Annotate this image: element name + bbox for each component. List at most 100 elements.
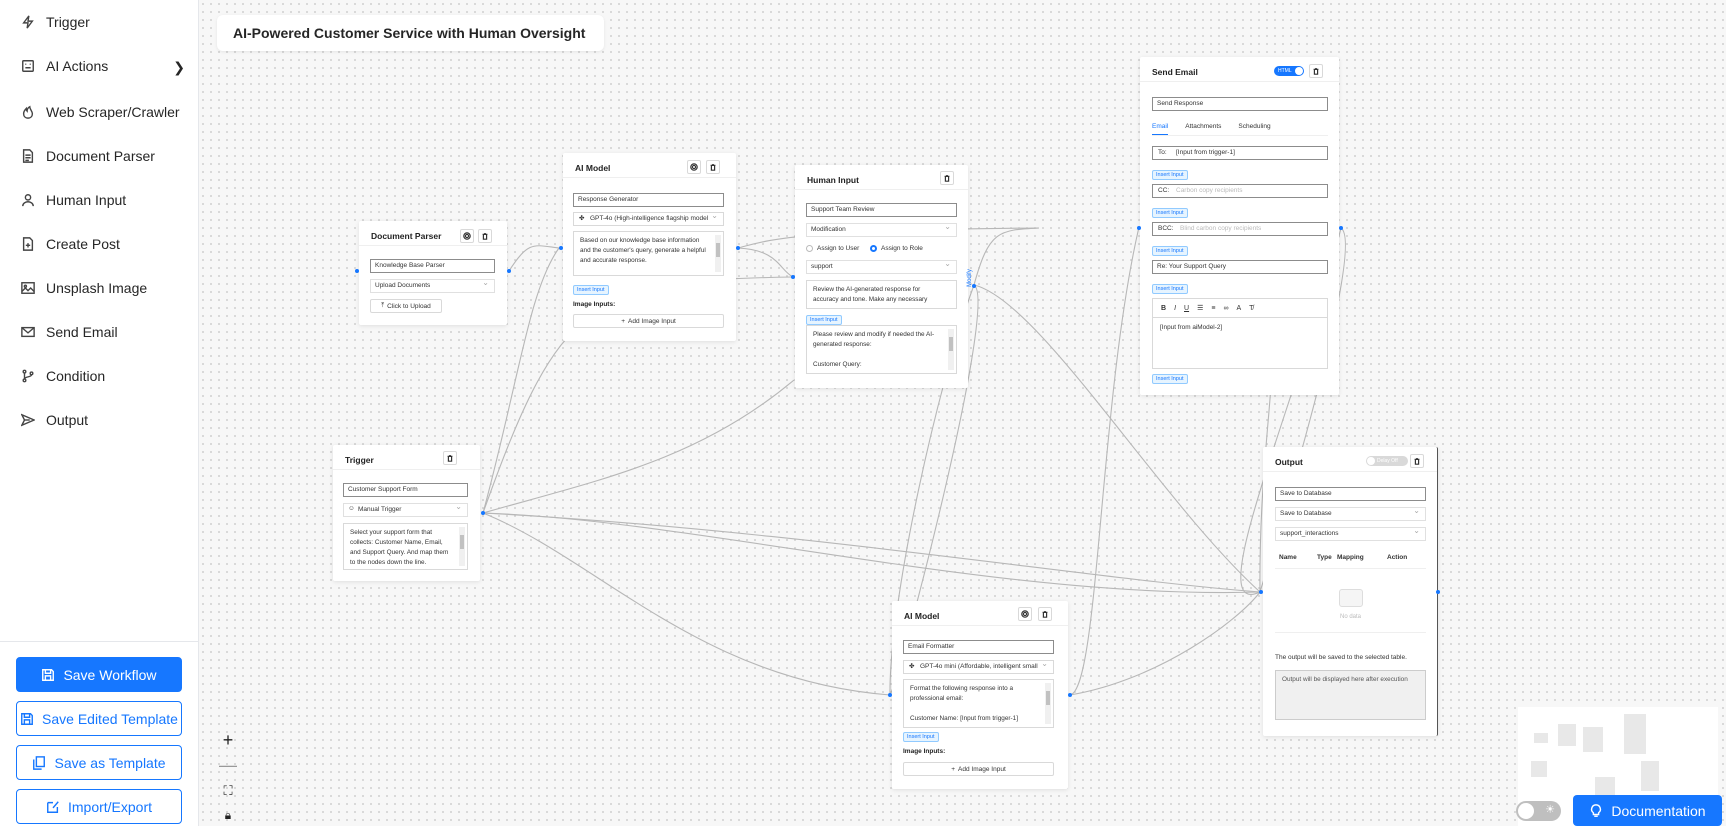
sidebar-item-unsplash-image[interactable]: Unsplash Image: [20, 273, 185, 303]
subject-field[interactable]: Re: Your Support Query: [1152, 260, 1328, 274]
node-name-input[interactable]: Save to Database: [1275, 487, 1426, 501]
sidebar-item-document-parser[interactable]: Document Parser: [20, 141, 185, 171]
insert-input-button[interactable]: Insert Input: [1152, 170, 1188, 180]
zoom-out-button[interactable]: —: [219, 755, 237, 775]
delete-button[interactable]: [706, 160, 720, 174]
delete-button[interactable]: [940, 171, 954, 185]
input-handle[interactable]: [1259, 590, 1263, 594]
assign-role-radio[interactable]: [870, 245, 877, 252]
output-node[interactable]: Output Delay Off Save to Database Save t…: [1263, 447, 1438, 736]
ordered-list-icon[interactable]: ☰: [1197, 305, 1204, 312]
sidebar-item-condition[interactable]: Condition: [20, 361, 185, 391]
output-result-box[interactable]: Output will be displayed here after exec…: [1275, 670, 1426, 720]
output-handle[interactable]: [481, 511, 485, 515]
insert-input-button[interactable]: Insert Input: [1152, 374, 1188, 384]
add-image-input-button[interactable]: +Add Image Input: [903, 762, 1054, 776]
input-handle[interactable]: [888, 693, 892, 697]
instructions-textarea[interactable]: Review the AI-generated response for acc…: [806, 280, 957, 309]
output-handle[interactable]: [1339, 226, 1343, 230]
sidebar-item-human-input[interactable]: Human Input: [20, 185, 185, 215]
node-name-input[interactable]: Knowledge Base Parser: [370, 259, 495, 273]
sidebar-item-create-post[interactable]: Create Post: [20, 229, 185, 259]
underline-icon[interactable]: U: [1184, 304, 1190, 312]
insert-input-button[interactable]: Insert Input: [806, 315, 842, 325]
ai-model-node[interactable]: AI Model Email Formatter ✤GPT-4o mini (A…: [892, 601, 1068, 789]
theme-toggle[interactable]: ☀: [1516, 801, 1561, 821]
tab-email[interactable]: Email: [1152, 123, 1169, 135]
scrollbar[interactable]: [948, 329, 954, 370]
input-handle[interactable]: [1137, 226, 1141, 230]
node-name-input[interactable]: Response Generator: [573, 193, 724, 207]
text-color-icon[interactable]: A: [1236, 304, 1242, 312]
settings-button[interactable]: [687, 160, 701, 174]
zoom-in-button[interactable]: +: [222, 730, 234, 750]
email-body-editor[interactable]: B I U ☰ ≡ ∞ A T̸ [Input from aiModel-2]: [1152, 298, 1328, 369]
output-action-select[interactable]: Save to Database: [1275, 507, 1426, 521]
tab-attachments[interactable]: Attachments: [1185, 123, 1222, 130]
clear-format-icon[interactable]: T̸: [1249, 304, 1254, 312]
human-input-node[interactable]: Human Input Support Team Review Modifica…: [795, 165, 973, 388]
delete-button[interactable]: [478, 229, 492, 243]
output-handle[interactable]: [736, 246, 740, 250]
delete-button[interactable]: [443, 451, 457, 465]
model-select[interactable]: ✤GPT-4o (High-intelligence flagship mode…: [573, 212, 724, 226]
node-name-input[interactable]: Email Formatter: [903, 640, 1054, 654]
sidebar-item-send-email[interactable]: Send Email: [20, 317, 185, 347]
message-textarea[interactable]: Please review and modify if needed the A…: [806, 325, 957, 374]
source-select[interactable]: Upload Documents: [370, 279, 495, 293]
input-handle[interactable]: [355, 269, 359, 273]
insert-input-button[interactable]: Insert Input: [573, 285, 609, 295]
delete-button[interactable]: [1410, 454, 1424, 468]
html-toggle[interactable]: HTML: [1274, 66, 1304, 76]
sidebar-item-trigger[interactable]: Trigger: [20, 7, 185, 37]
insert-input-button[interactable]: Insert Input: [1152, 208, 1188, 218]
node-name-input[interactable]: Send Response: [1152, 97, 1328, 111]
node-name-input[interactable]: Customer Support Form: [343, 483, 468, 497]
insert-input-button[interactable]: Insert Input: [1152, 246, 1188, 256]
bullet-list-icon[interactable]: ≡: [1211, 304, 1216, 312]
trigger-node[interactable]: Trigger Customer Support Form ☺Manual Tr…: [333, 445, 480, 581]
insert-input-button[interactable]: Insert Input: [903, 732, 939, 742]
input-handle[interactable]: [559, 246, 563, 250]
save-as-template-button[interactable]: Save as Template: [16, 745, 182, 780]
scrollbar[interactable]: [1045, 683, 1051, 724]
cc-field[interactable]: CC:Carbon copy recipients: [1152, 184, 1328, 198]
node-name-input[interactable]: Support Team Review: [806, 203, 957, 217]
delete-button[interactable]: [1309, 64, 1323, 78]
trigger-type-select[interactable]: ☺Manual Trigger: [343, 503, 468, 517]
sidebar-item-output[interactable]: Output: [20, 405, 185, 435]
tab-scheduling[interactable]: Scheduling: [1238, 123, 1271, 130]
scrollbar[interactable]: [715, 235, 721, 272]
link-icon[interactable]: ∞: [1223, 304, 1229, 312]
lock-button[interactable]: 🔒︎: [224, 808, 232, 822]
documentation-button[interactable]: Documentation: [1573, 795, 1722, 826]
description-textarea[interactable]: Select your support form that collects: …: [343, 523, 468, 570]
assign-user-radio[interactable]: [806, 245, 813, 252]
save-edited-template-button[interactable]: Save Edited Template: [16, 701, 182, 736]
italic-icon[interactable]: I: [1174, 304, 1177, 312]
sidebar-item-ai-actions[interactable]: AI Actions ❯: [20, 51, 185, 81]
ai-model-node[interactable]: AI Model Response Generator ✤GPT-4o (Hig…: [563, 153, 736, 341]
table-select[interactable]: support_interactions: [1275, 527, 1426, 541]
send-email-node[interactable]: Send Email HTML Send Response Email Atta…: [1140, 57, 1339, 395]
delay-toggle[interactable]: Delay Off: [1366, 456, 1408, 466]
output-handle[interactable]: [1436, 590, 1440, 594]
document-parser-node[interactable]: Document Parser Knowledge Base Parser Up…: [359, 221, 507, 325]
prompt-textarea[interactable]: Format the following response into a pro…: [903, 679, 1054, 728]
fit-view-button[interactable]: ⛶: [223, 782, 233, 798]
output-handle[interactable]: [507, 269, 511, 273]
model-select[interactable]: ✤GPT-4o mini (Affordable, intelligent sm…: [903, 660, 1054, 674]
save-workflow-button[interactable]: Save Workflow: [16, 657, 182, 692]
role-select[interactable]: support: [806, 260, 957, 274]
import-export-button[interactable]: Import/Export: [16, 789, 182, 824]
delete-button[interactable]: [1038, 607, 1052, 621]
scrollbar[interactable]: [459, 527, 465, 566]
input-handle[interactable]: [791, 275, 795, 279]
output-handle[interactable]: [1068, 693, 1072, 697]
output-handle[interactable]: [972, 284, 976, 288]
mode-select[interactable]: Modification: [806, 223, 957, 237]
sidebar-item-web-scraper[interactable]: Web Scraper/Crawler: [20, 97, 185, 127]
to-field[interactable]: To:[Input from trigger-1]: [1152, 146, 1328, 160]
workflow-canvas[interactable]: AI-Powered Customer Service with Human O…: [199, 0, 1726, 826]
settings-button[interactable]: [460, 229, 474, 243]
